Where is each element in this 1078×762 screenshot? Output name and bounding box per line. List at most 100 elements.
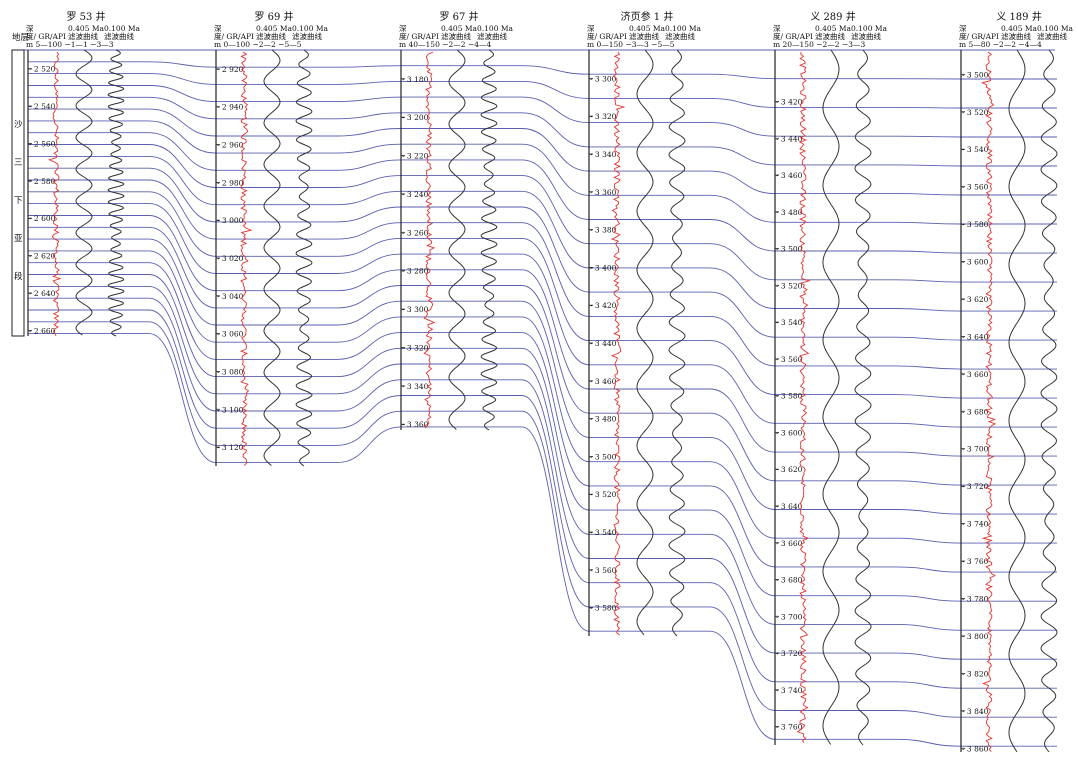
depth-tick-label: - 3 480 bbox=[776, 208, 803, 217]
wave405-header: 0.405 Ma bbox=[256, 24, 293, 33]
gr-curve bbox=[796, 51, 811, 744]
depth-header: 深 bbox=[214, 24, 222, 33]
correlation-line bbox=[28, 155, 1057, 312]
filter-curve-100ka bbox=[854, 49, 872, 746]
depth-tick-label: - 3 200 bbox=[402, 113, 429, 122]
stratum-unit-char: 段 bbox=[14, 271, 23, 282]
well-name: 义 289 井 bbox=[810, 10, 855, 23]
depth-tick-label: - 3 620 bbox=[776, 465, 803, 474]
filter-header-405: 滤波曲线 bbox=[68, 31, 98, 41]
depth-tick-label: - 2 600 bbox=[29, 214, 56, 223]
wave100-header: 0.100 Ma bbox=[477, 24, 514, 33]
depth-tick-label: - 3 320 bbox=[590, 112, 617, 121]
gr-curve bbox=[48, 51, 62, 336]
depth-tick-label: - 3 580 bbox=[776, 392, 803, 401]
filter-curve-100ka bbox=[1040, 49, 1058, 753]
depth-tick-label: - 2 540 bbox=[29, 102, 56, 111]
depth-tick-label: - 3 560 bbox=[590, 566, 617, 575]
stratum-unit-char: 三 bbox=[14, 158, 23, 168]
depth-tick-label: - 3 100 bbox=[217, 405, 244, 414]
depth-tick-label: - 3 240 bbox=[402, 190, 429, 199]
depth-tick-label: - 3 800 bbox=[962, 632, 989, 641]
scale-header: m 5—100 −1—1 −3—3 bbox=[26, 40, 114, 49]
depth-tick-label: - 3 700 bbox=[776, 612, 803, 621]
depth-tick-label: - 3 260 bbox=[402, 228, 429, 237]
stratum-unit-char: 下 bbox=[14, 196, 23, 206]
depth-tick-label: - 3 480 bbox=[590, 415, 617, 424]
depth-tick-label: - 3 420 bbox=[590, 301, 617, 310]
correlation-line bbox=[28, 215, 1057, 457]
depth-tick-label: - 3 720 bbox=[962, 482, 989, 491]
correlation-line bbox=[28, 262, 1057, 573]
correlation-line bbox=[28, 167, 1057, 341]
correlation-line bbox=[28, 309, 1057, 689]
correlation-line bbox=[28, 108, 1057, 196]
depth-tick-label: - 3 440 bbox=[590, 339, 617, 348]
filter-header-100: 滤波曲线 bbox=[1037, 31, 1067, 41]
correlation-line bbox=[28, 132, 1057, 254]
scale-header: m 40—150 −2—2 −4—4 bbox=[399, 40, 492, 49]
correlation-line bbox=[28, 333, 1057, 747]
filter-header-405: 滤波曲线 bbox=[629, 31, 659, 41]
depth-tick-label: - 3 700 bbox=[962, 445, 989, 454]
depth-tick-label: - 3 040 bbox=[217, 292, 244, 301]
depth-tick-label: - 3 820 bbox=[962, 669, 989, 678]
depth-tick-label: - 3 640 bbox=[776, 502, 803, 511]
depth-header: 深 bbox=[26, 24, 34, 33]
well-name: 罗 69 井 bbox=[254, 10, 293, 23]
depth-tick-label: - 3 280 bbox=[402, 267, 429, 276]
depth-tick-label: - 2 520 bbox=[29, 65, 56, 74]
depth-tick-label: - 3 440 bbox=[776, 134, 803, 143]
depth-tick-label: - 3 000 bbox=[217, 216, 244, 225]
depth-tick-label: - 3 540 bbox=[776, 318, 803, 327]
filter-curve-100ka bbox=[295, 49, 313, 467]
gr-curve bbox=[980, 51, 997, 752]
correlation-line bbox=[28, 179, 1057, 370]
depth-tick-label: - 2 640 bbox=[29, 289, 56, 298]
correlation-line bbox=[28, 297, 1057, 660]
depth-tick-label: - 3 320 bbox=[402, 343, 429, 352]
filter-header-405: 滤波曲线 bbox=[815, 31, 845, 41]
depth-tick-label: - 3 360 bbox=[590, 188, 617, 197]
depth-tick-label: - 3 400 bbox=[590, 263, 617, 272]
correlation-line bbox=[28, 321, 1057, 718]
filter-curve-405ka bbox=[75, 49, 93, 336]
wave405-header: 0.405 Ma bbox=[629, 24, 666, 33]
depth-tick-label: - 3 340 bbox=[402, 382, 429, 391]
scale-header: m 0—150 −3—3 −5—5 bbox=[587, 40, 675, 49]
depth-tick-label: - 3 500 bbox=[962, 70, 989, 79]
wave405-header: 0.405 Ma bbox=[68, 24, 105, 33]
scale-header: m 0—100 −2—2 −5—5 bbox=[214, 40, 302, 49]
depth-tick-label: - 3 600 bbox=[962, 258, 989, 267]
filter-header-100: 滤波曲线 bbox=[851, 31, 881, 41]
depth-tick-label: - 3 180 bbox=[402, 75, 429, 84]
depth-tick-label: - 3 740 bbox=[962, 520, 989, 529]
depth-tick-label: - 3 360 bbox=[402, 420, 429, 429]
well-name: 义 189 井 bbox=[996, 10, 1041, 23]
depth-tick-label: - 3 520 bbox=[776, 281, 803, 290]
depth-tick-label: - 3 580 bbox=[962, 220, 989, 229]
wave405-header: 0.405 Ma bbox=[815, 24, 852, 33]
depth-tick-label: - 3 500 bbox=[590, 452, 617, 461]
wave100-header: 0.100 Ma bbox=[1037, 24, 1074, 33]
depth-tick-label: - 3 760 bbox=[776, 723, 803, 732]
depth-tick-label: - 2 980 bbox=[217, 178, 244, 187]
depth-header: 深 bbox=[773, 24, 781, 33]
depth-header: 深 bbox=[959, 24, 967, 33]
filter-header-100: 滤波曲线 bbox=[477, 31, 507, 41]
depth-tick-label: - 2 960 bbox=[217, 141, 244, 150]
depth-tick-label: - 3 680 bbox=[776, 576, 803, 585]
gr-curve bbox=[239, 51, 253, 466]
filter-header-100: 滤波曲线 bbox=[292, 31, 322, 41]
depth-tick-label: - 3 860 bbox=[962, 744, 989, 753]
filter-header-100: 滤波曲线 bbox=[104, 31, 134, 41]
filter-curve-100ka bbox=[107, 49, 125, 337]
depth-tick-label: - 3 620 bbox=[962, 295, 989, 304]
correlation-line bbox=[28, 250, 1057, 544]
depth-tick-label: - 3 600 bbox=[776, 428, 803, 437]
correlation-line bbox=[28, 238, 1057, 515]
